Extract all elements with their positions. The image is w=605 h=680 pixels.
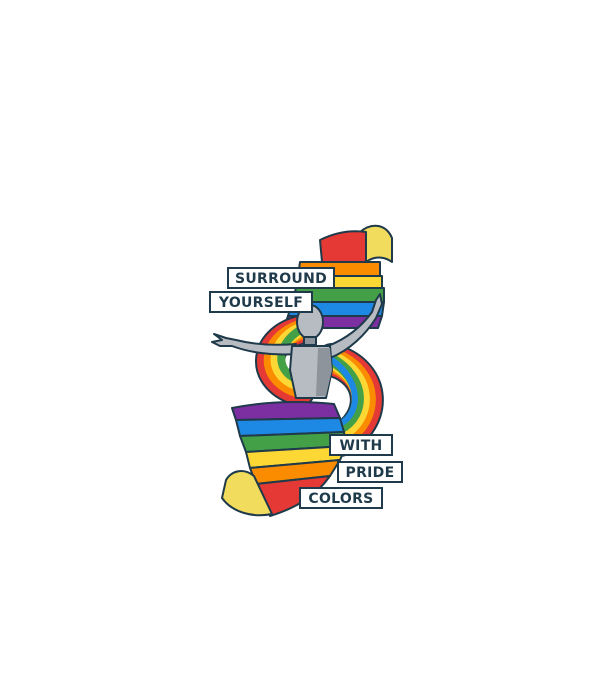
left-arm — [211, 333, 297, 356]
upper-ribbon-back-fold — [359, 224, 393, 263]
label-pride: PRIDE — [337, 461, 403, 483]
spiral-ribbon — [255, 315, 384, 457]
lower-ribbon-back-fold — [221, 470, 273, 517]
label-yourself-text: YOURSELF — [218, 295, 303, 311]
label-surround-text: SURROUND — [235, 271, 327, 287]
neck — [303, 336, 317, 346]
label-colors-text: COLORS — [308, 491, 373, 507]
lower-ribbon-purple-band — [231, 400, 341, 421]
lower-ribbon — [221, 400, 347, 517]
label-pride-text: PRIDE — [346, 465, 395, 481]
label-yourself: YOURSELF — [209, 291, 313, 313]
upper-ribbon-red-band — [319, 230, 367, 263]
mannequin-figure — [211, 293, 383, 399]
label-with: WITH — [329, 434, 393, 456]
right-arm — [327, 293, 383, 359]
torso-shade — [316, 348, 332, 396]
label-surround: SURROUND — [227, 267, 335, 289]
label-with-text: WITH — [339, 438, 382, 454]
label-colors: COLORS — [299, 487, 383, 509]
